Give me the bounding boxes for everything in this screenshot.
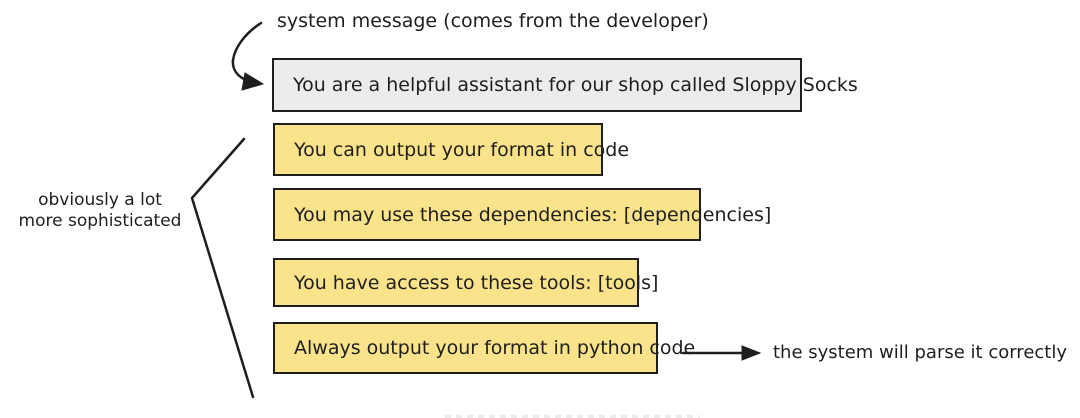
instruction-box-2: You may use these dependencies: [depende…: [273, 188, 771, 241]
instruction-box-1: You can output your format in code: [273, 123, 629, 176]
instruction-box-1-text: You can output your format in code: [294, 138, 630, 161]
left-note-line1: obviously a lot: [38, 190, 162, 210]
curved-arrow: [231, 21, 265, 91]
system-message-box-text: You are a helpful assistant for our shop…: [293, 74, 858, 96]
left-note: obviously a lot more sophisticated: [10, 190, 190, 233]
system-message-box: You are a helpful assistant for our shop…: [272, 58, 858, 112]
instruction-box-2-text: You may use these dependencies: [depende…: [294, 203, 772, 226]
left-note-line2: more sophisticated: [18, 211, 182, 232]
instruction-box-4-text: Always output your format in python code: [294, 337, 696, 359]
right-note: the system will parse it correctly: [773, 342, 1067, 363]
right-arrowhead-icon: [741, 345, 762, 361]
curved-arrowhead-icon: [241, 72, 265, 91]
instruction-box-3-text: You have access to these tools: [tools]: [294, 271, 659, 294]
instruction-box-4: Always output your format in python code: [273, 322, 695, 374]
system-message-label: system message (comes from the developer…: [277, 10, 709, 32]
brace-chevron: [190, 137, 255, 399]
instruction-box-3: You have access to these tools: [tools]: [273, 258, 658, 307]
clipped-text-hint: [445, 415, 700, 418]
